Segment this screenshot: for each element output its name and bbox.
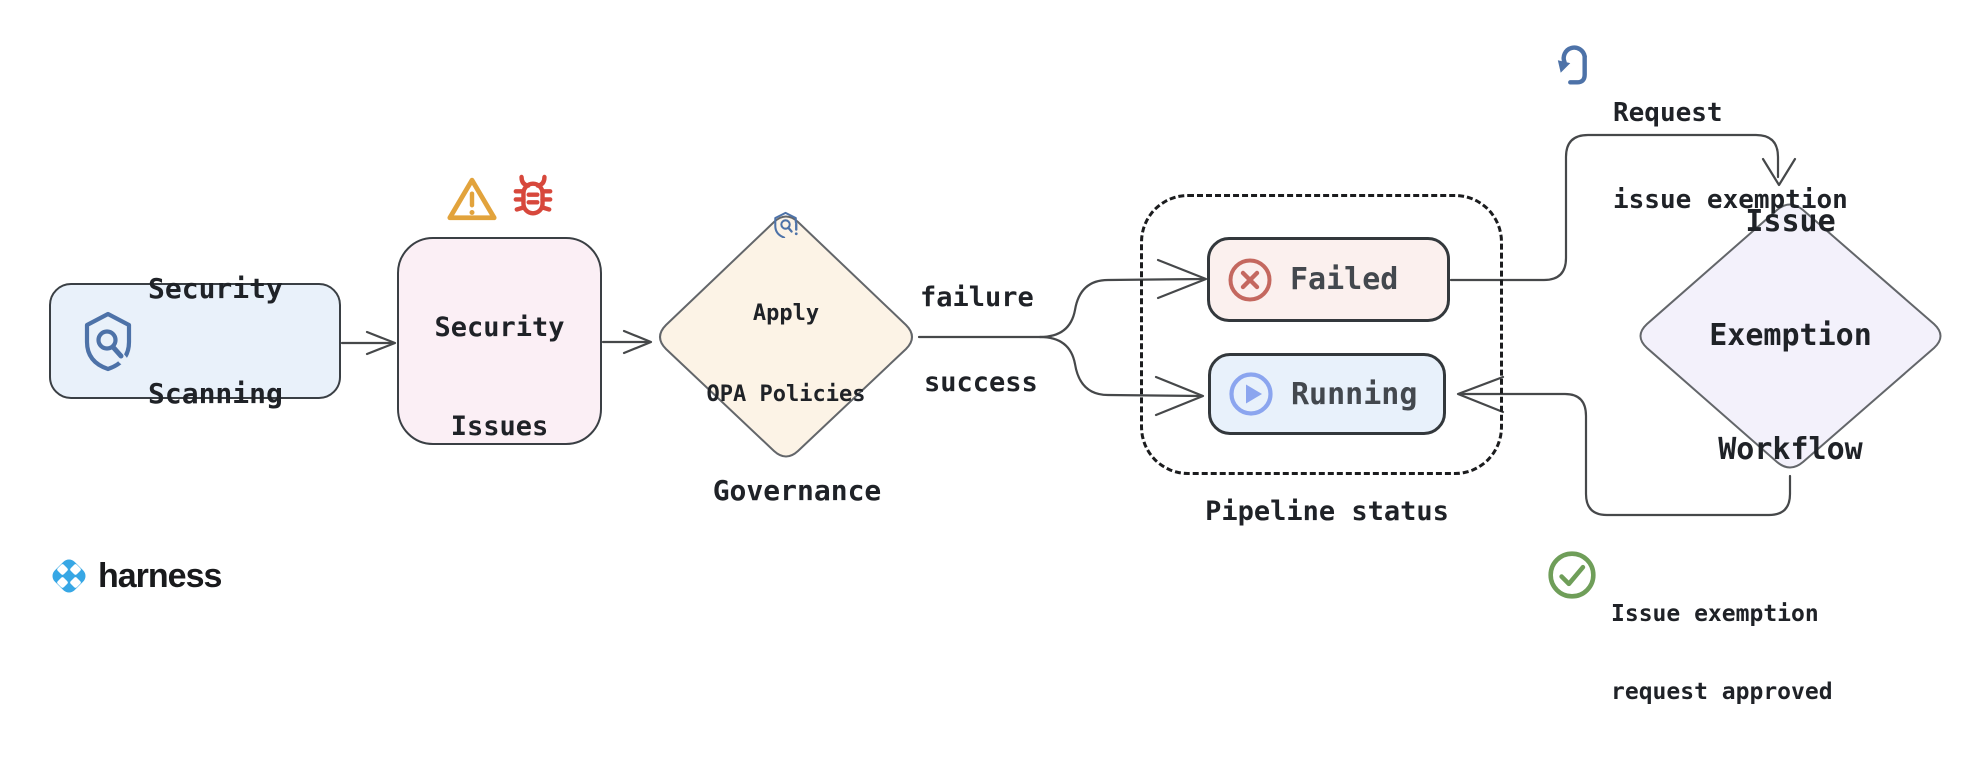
node-label: Workflow <box>1718 432 1863 467</box>
node-label: Apply <box>752 301 820 326</box>
node-label: Failed <box>1290 262 1399 297</box>
node-issue-exemption-workflow: Issue Exemption Workflow <box>1634 199 1947 473</box>
annotation-label: Issue exemption <box>1611 601 1819 627</box>
issue-icons <box>446 173 554 223</box>
edge-failed-to-exemption <box>1449 133 1797 282</box>
connector-layer <box>340 133 1942 517</box>
pipeline-status-caption: Pipeline status <box>1205 496 1449 527</box>
exemption-diamond-shape <box>1639 203 1942 469</box>
shield-scan-alert-icon <box>774 211 798 238</box>
edge-exemption-to-running <box>1456 375 1792 517</box>
shield-search-icon <box>84 311 132 372</box>
node-security-scanning: Security Scanning <box>49 272 341 410</box>
node-security-issues: Security Issues <box>397 174 602 445</box>
node-label: Issues <box>450 411 549 442</box>
governance-caption: Governance <box>712 474 882 507</box>
node-label: Security <box>434 312 565 343</box>
edge-issues-to-opa <box>601 329 653 355</box>
edge-label-success: success <box>924 367 1038 398</box>
tap-gesture-icon <box>1557 45 1587 85</box>
circle-play-icon <box>1229 372 1273 416</box>
node-failed: Failed <box>1207 237 1450 322</box>
edge-label-failure: failure <box>920 282 1034 313</box>
pipeline-status-group <box>1140 194 1503 475</box>
node-label: OPA Policies <box>706 382 866 407</box>
node-label: Scanning <box>148 377 283 410</box>
node-apply-opa-policies: Apply OPA Policies <box>654 211 918 462</box>
harness-logo-icon <box>52 559 86 593</box>
node-label: Exemption <box>1709 318 1872 353</box>
edge-opa-fork <box>917 258 1208 417</box>
edge-scanning-to-issues <box>340 330 397 356</box>
annotation-label: Request <box>1613 98 1723 128</box>
node-running: Running <box>1208 353 1446 435</box>
harness-wordmark: harness <box>98 556 222 595</box>
request-exemption-annotation: Request issue exemption <box>1554 41 1848 273</box>
circle-check-icon <box>1548 551 1596 599</box>
node-label: Running <box>1291 376 1418 412</box>
opa-diamond-shape <box>659 215 913 458</box>
circle-x-icon <box>1228 258 1272 301</box>
annotation-label: issue exemption <box>1613 185 1848 215</box>
warning-triangle-icon <box>446 177 497 220</box>
approved-annotation: Issue exemption request approved <box>1546 549 1833 757</box>
annotation-label: request approved <box>1611 679 1833 705</box>
bug-icon <box>513 174 552 216</box>
flow-diagram: Security Scanning Security <box>47 41 1947 705</box>
node-label: Issue <box>1745 204 1836 239</box>
node-label: Security <box>148 272 283 305</box>
harness-logo: harness <box>47 554 222 598</box>
